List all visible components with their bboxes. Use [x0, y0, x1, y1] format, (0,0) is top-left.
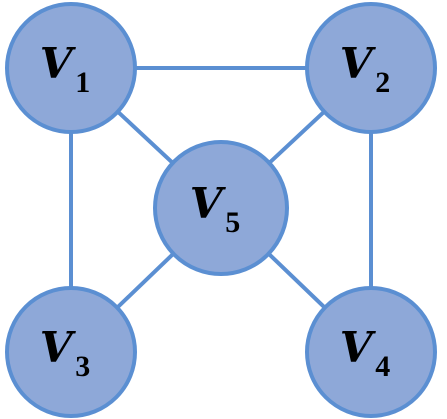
node-letter-v1: V [40, 39, 77, 88]
node-circle-v3 [5, 286, 137, 418]
node-circle-v4 [305, 286, 437, 418]
node-letter-v2: V [340, 39, 377, 88]
node-subscript-v1: 1 [75, 66, 90, 99]
node-subscript-v5: 5 [225, 206, 240, 239]
node-circle-v2 [305, 2, 437, 134]
node-letter-v3: V [40, 323, 77, 372]
node-circle-v5 [153, 140, 289, 276]
node-circle-v1 [5, 2, 137, 134]
node-subscript-v2: 2 [375, 66, 390, 99]
node-letter-v4: V [340, 323, 377, 372]
node-subscript-v4: 4 [375, 350, 390, 383]
node-letter-v5: V [190, 179, 227, 228]
node-subscript-v3: 3 [75, 350, 90, 383]
